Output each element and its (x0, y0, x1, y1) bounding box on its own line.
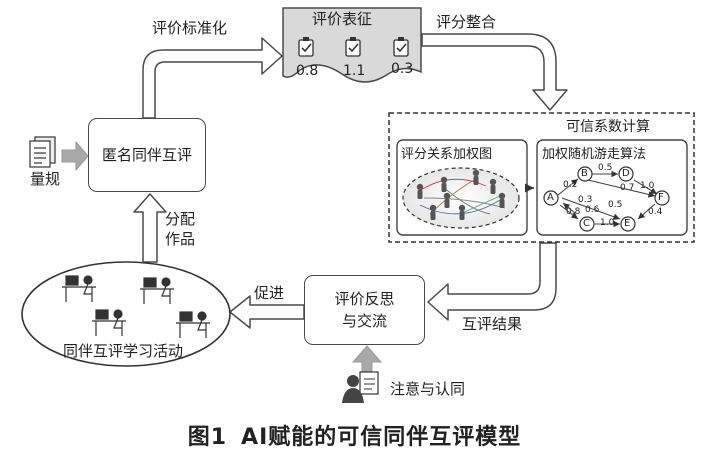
figure-number: 图1 (187, 425, 228, 450)
student-desk-icon-4 (176, 311, 210, 338)
walk-node-f (654, 190, 670, 206)
walk-weight-ce: 1.0 (600, 218, 615, 228)
edge-label-standardize: 评价标准化 (152, 19, 228, 37)
walk-node-label-c: C (583, 218, 590, 229)
reflection-label-line1: 评价反思 (334, 290, 395, 308)
edge-label-integrate: 评分整合 (436, 13, 497, 31)
walk-node-b (577, 166, 593, 182)
student-desk-icon-2 (140, 277, 174, 304)
arrow-integrate (421, 33, 568, 111)
rating-repr-title: 评价表征 (312, 10, 373, 28)
arrow-standardize (142, 37, 283, 119)
walk-graph-nodes (543, 166, 670, 232)
trust-calc-title: 可信系数计算 (566, 119, 650, 135)
walk-weight-ca: 0.3 (578, 195, 593, 205)
walk-node-label-f: F (658, 192, 664, 203)
trust-calc-frame (388, 112, 695, 243)
arrow-promote (229, 295, 305, 329)
walk-weight-ac2: 0.6 (585, 205, 600, 215)
walk-weight-bd: 0.5 (598, 163, 613, 173)
relation-graph-title: 评分关系加权图 (401, 147, 493, 162)
relation-graph-illustration (402, 167, 520, 229)
walk-graph-edges (557, 170, 658, 228)
checklist-icon-3 (393, 37, 409, 57)
edge-label-results: 互评结果 (462, 315, 523, 333)
random-walk-title: 加权随机游走算法 (542, 147, 647, 162)
edge-label-promote: 促进 (254, 284, 285, 302)
score-2: 1.1 (343, 63, 366, 79)
random-walk-box (536, 139, 688, 236)
student-desk-icon-1 (62, 275, 96, 302)
rubric-document-icon (29, 136, 56, 168)
walk-weight-fe: 0.4 (648, 207, 663, 217)
peer-activity-label: 同伴互评学习活动 (63, 342, 184, 360)
walk-node-label-a: A (547, 192, 554, 203)
walk-weight-bf: 0.7 (620, 183, 635, 193)
figure-title: AI赋能的可信同伴互评模型 (241, 425, 522, 450)
walk-weight-ab: 0.2 (563, 180, 578, 190)
walk-node-label-d: D (622, 168, 630, 179)
walk-node-a (543, 190, 559, 206)
arrow-assign (133, 193, 167, 263)
peer-activity-ellipse (21, 261, 231, 367)
walk-node-c (579, 216, 595, 232)
arrow-results (427, 242, 557, 321)
anon-review-label: 匿名同伴互评 (101, 146, 192, 164)
student-desk-icon-3 (92, 309, 126, 336)
checklist-icon-2 (345, 37, 361, 57)
walk-weight-ae: 0.5 (608, 200, 623, 210)
walk-node-d (618, 166, 634, 182)
arrow-rubric (61, 140, 89, 172)
reflection-box: 评价反思 与交流 (304, 275, 425, 345)
arrow-attention (351, 345, 383, 373)
person-document-icon (342, 371, 379, 403)
walk-node-label-e: E (624, 218, 631, 229)
score-1: 0.8 (296, 63, 319, 79)
walk-weight-ac: 0.8 (566, 207, 581, 217)
attention-label: 注意与认同 (390, 380, 466, 398)
walk-node-label-b: B (581, 168, 588, 179)
reflection-label-line2: 与交流 (341, 312, 387, 330)
score-3: 0.3 (391, 61, 414, 77)
figure-caption: 图1 AI赋能的可信同伴互评模型 (0, 419, 709, 451)
rubric-label: 量规 (30, 170, 61, 188)
checklist-icon-1 (298, 37, 314, 57)
edge-label-assign-line2: 作品 (165, 230, 196, 248)
walk-weight-df: 1.0 (640, 181, 655, 191)
edge-label-assign-line1: 分配 (165, 210, 196, 228)
anon-review-box: 匿名同伴互评 (88, 118, 206, 192)
walk-node-e (620, 216, 636, 232)
